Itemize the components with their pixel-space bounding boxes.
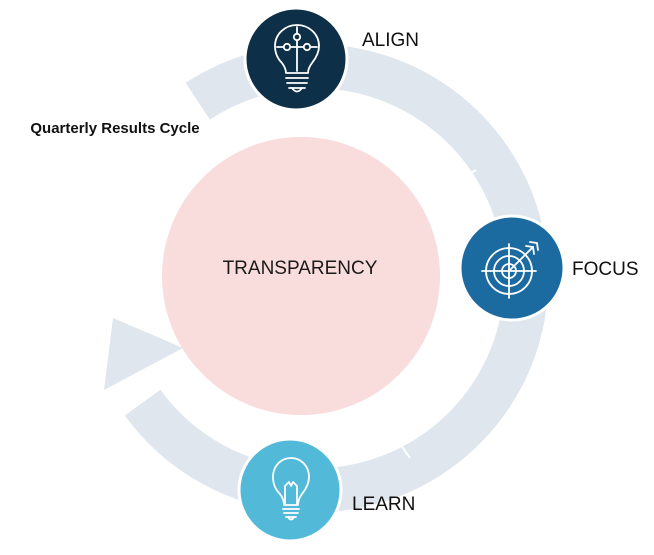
focus-node	[458, 214, 566, 322]
center-circle	[162, 137, 440, 415]
focus-label: FOCUS	[572, 259, 639, 280]
learn-node	[237, 437, 343, 543]
learn-label: LEARN	[352, 494, 416, 515]
ring-divider	[434, 169, 477, 194]
lightbulb-icon	[272, 457, 310, 521]
align-node	[243, 6, 349, 112]
puzzle-lightbulb-icon	[274, 24, 320, 93]
align-label: ALIGN	[362, 30, 420, 51]
ring-divider	[382, 419, 411, 459]
cycle-arrowhead	[104, 318, 183, 390]
cycle-title: Quarterly Results Cycle	[30, 120, 200, 137]
center-label: TRANSPARENCY	[222, 258, 378, 279]
target-icon	[481, 241, 539, 299]
